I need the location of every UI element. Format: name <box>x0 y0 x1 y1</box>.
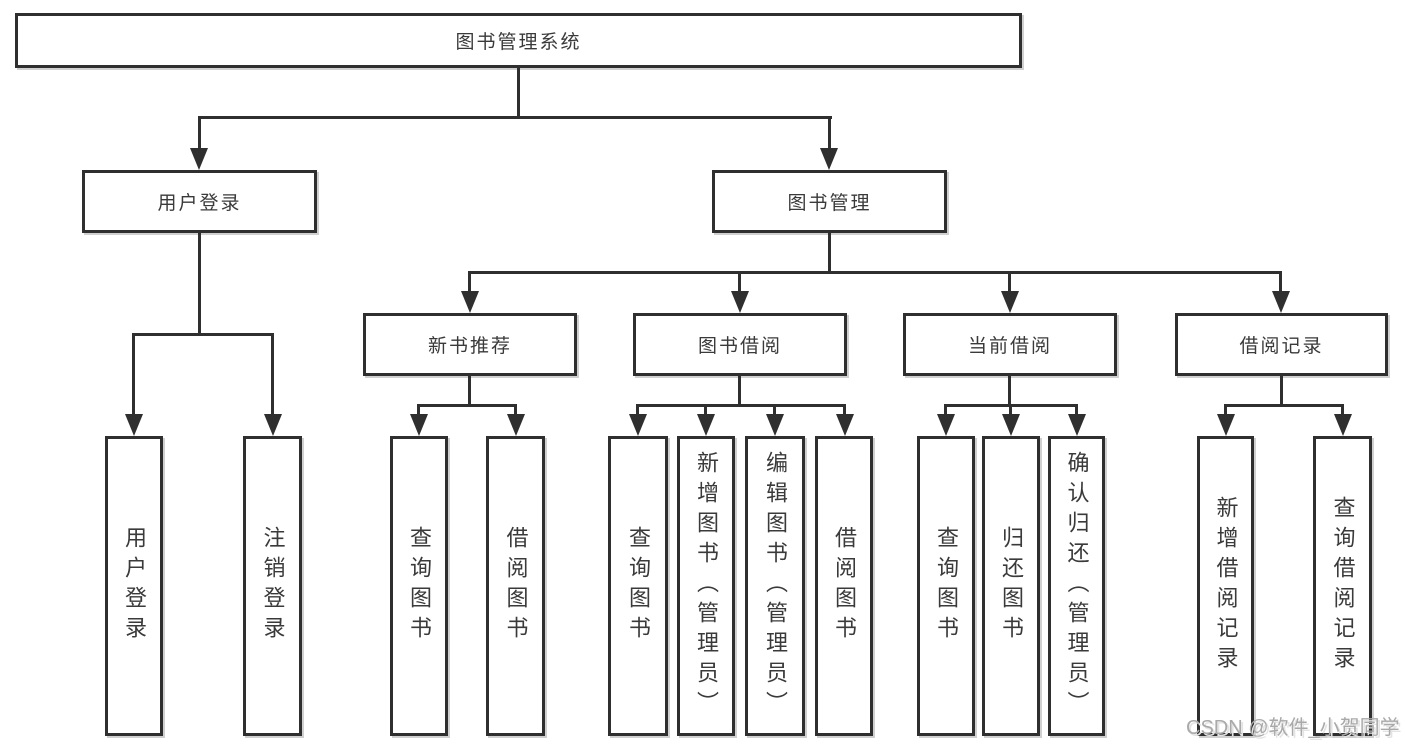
arrow-down-icon <box>1334 414 1352 436</box>
leaf-add-book-admin: 新增图书（管理员） <box>677 436 735 736</box>
node-label: 新书推荐 <box>427 336 512 357</box>
connector-line <box>417 404 420 417</box>
connector-line <box>843 404 846 417</box>
arrow-down-icon <box>820 148 838 170</box>
arrow-down-icon <box>264 414 282 436</box>
node-borrowing-records: 借阅记录 <box>1175 313 1388 376</box>
connector-line <box>1224 404 1344 407</box>
arrow-down-icon <box>1217 414 1235 436</box>
connector-line <box>1341 404 1344 417</box>
leaf-query-books-borrowing: 查询图书 <box>608 436 668 736</box>
connector-line <box>468 271 1282 274</box>
connector-line <box>1008 376 1011 407</box>
node-current-borrowing: 当前借阅 <box>903 313 1117 376</box>
leaf-confirm-return-admin: 确认归还（管理员） <box>1048 436 1105 736</box>
leaf-query-books-recommend: 查询图书 <box>390 436 448 736</box>
leaf-query-books-current: 查询图书 <box>917 436 975 736</box>
node-label: 用户登录 <box>157 193 242 214</box>
node-new-book-recommend: 新书推荐 <box>363 313 577 376</box>
connector-line <box>198 116 832 119</box>
arrow-down-icon <box>766 414 784 436</box>
leaf-return-book: 归还图书 <box>982 436 1040 736</box>
connector-line <box>828 233 831 274</box>
connector-line <box>1008 271 1011 294</box>
leaf-label: 借阅图书 <box>503 526 529 646</box>
connector-line <box>517 68 520 119</box>
connector-line <box>704 404 707 417</box>
leaf-label: 用户登录 <box>122 526 147 646</box>
node-label: 当前借阅 <box>967 336 1052 357</box>
node-label: 图书借阅 <box>697 336 782 357</box>
connector-line <box>738 271 741 294</box>
node-book-borrowing: 图书借阅 <box>633 313 847 376</box>
csdn-watermark: CSDN @软件_小贺同学 <box>1186 717 1400 739</box>
arrow-down-icon <box>125 414 143 436</box>
leaf-label: 归还图书 <box>999 526 1024 646</box>
connector-line <box>198 116 201 152</box>
arrow-down-icon <box>1068 414 1086 436</box>
leaf-borrow-books-borrowing: 借阅图书 <box>815 436 873 736</box>
connector-line <box>1280 376 1283 407</box>
connector-line <box>773 404 776 417</box>
arrow-down-icon <box>1272 291 1290 313</box>
connector-line <box>417 404 517 407</box>
connector-line <box>271 333 274 417</box>
leaf-logout: 注销登录 <box>243 436 302 736</box>
leaf-label: 新增借阅记录 <box>1213 496 1239 676</box>
arrow-down-icon <box>836 414 854 436</box>
connector-line <box>1224 404 1227 417</box>
connector-line <box>1279 271 1282 294</box>
leaf-label: 编辑图书（管理员） <box>763 451 788 721</box>
node-library-management-system: 图书管理系统 <box>15 13 1022 68</box>
connector-line <box>738 376 741 407</box>
arrow-down-icon <box>697 414 715 436</box>
connector-line <box>514 404 517 417</box>
node-label: 图书管理 <box>787 193 872 214</box>
connector-line <box>132 333 274 336</box>
arrow-down-icon <box>1001 291 1019 313</box>
arrow-down-icon <box>410 414 428 436</box>
leaf-edit-book-admin: 编辑图书（管理员） <box>745 436 805 736</box>
leaf-user-login: 用户登录 <box>105 436 163 736</box>
node-book-management: 图书管理 <box>712 170 947 233</box>
connector-line <box>132 333 135 417</box>
arrow-down-icon <box>731 291 749 313</box>
connector-line <box>636 404 846 407</box>
leaf-label: 查询图书 <box>934 526 959 646</box>
connector-line <box>1009 404 1012 417</box>
arrow-down-icon <box>1002 414 1020 436</box>
connector-line <box>636 404 639 417</box>
arrow-down-icon <box>461 291 479 313</box>
arrow-down-icon <box>507 414 525 436</box>
arrow-down-icon <box>190 148 208 170</box>
leaf-label: 查询图书 <box>407 526 432 646</box>
arrow-down-icon <box>937 414 955 436</box>
leaf-query-borrow-record: 查询借阅记录 <box>1313 436 1372 736</box>
leaf-add-borrow-record: 新增借阅记录 <box>1197 436 1254 736</box>
node-label: 借阅记录 <box>1239 336 1324 357</box>
connector-line <box>468 376 471 407</box>
leaf-label: 查询借阅记录 <box>1330 496 1356 676</box>
leaf-label: 新增图书（管理员） <box>694 451 719 721</box>
node-user-login: 用户登录 <box>82 170 317 233</box>
leaf-label: 借阅图书 <box>832 526 857 646</box>
connector-line <box>944 404 947 417</box>
leaf-label: 确认归还（管理员） <box>1064 451 1090 721</box>
leaf-label: 注销登录 <box>260 526 286 646</box>
connector-line <box>1075 404 1078 417</box>
arrow-down-icon <box>629 414 647 436</box>
node-label: 图书管理系统 <box>455 32 582 53</box>
connector-line <box>198 233 201 335</box>
leaf-borrow-books-recommend: 借阅图书 <box>486 436 545 736</box>
connector-line <box>468 271 471 294</box>
leaf-label: 查询图书 <box>626 526 651 646</box>
connector-line <box>828 116 831 152</box>
